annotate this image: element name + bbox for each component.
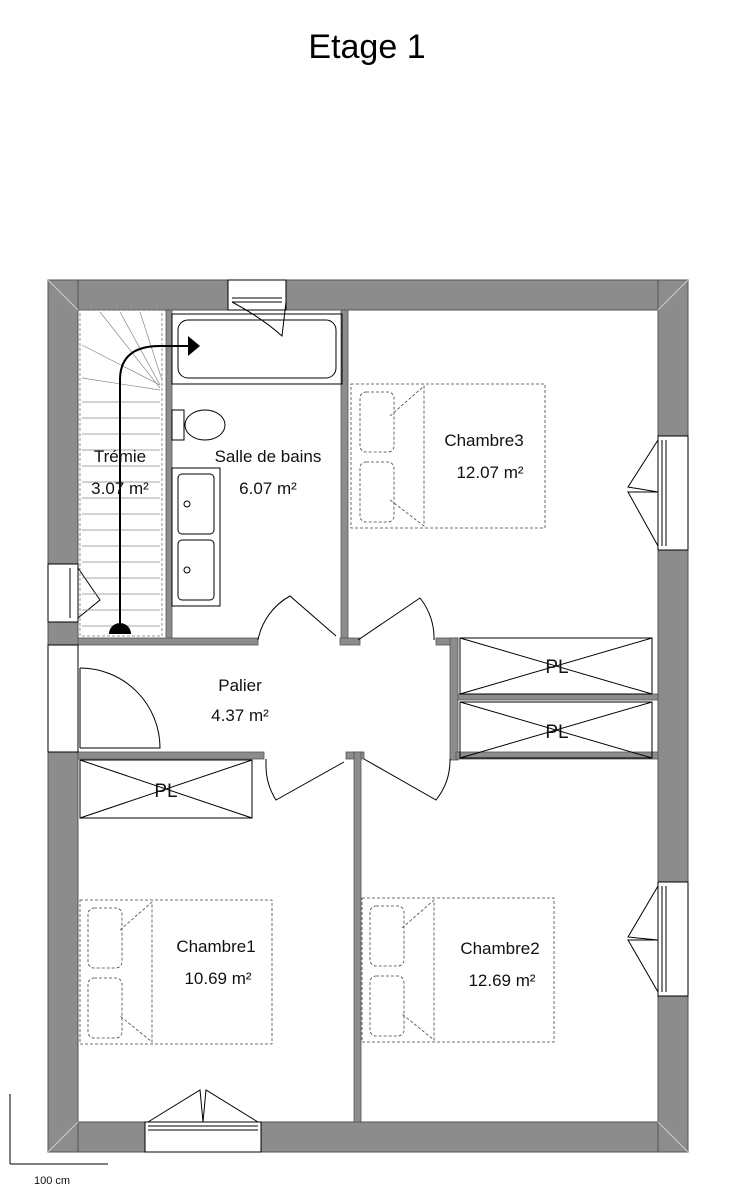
- room-area-salle-de-bains: 6.07 m²: [239, 479, 297, 498]
- room-name-chambre1: Chambre1: [176, 937, 255, 956]
- room-labels: Trémie 3.07 m² Salle de bains 6.07 m² Ch…: [91, 431, 540, 990]
- bed-chambre3: [350, 383, 546, 529]
- room-name-palier: Palier: [218, 676, 262, 695]
- plan-title: Etage 1: [308, 28, 425, 66]
- bed-chambre2: [361, 897, 555, 1043]
- windows: [47, 279, 689, 1153]
- interior-walls: [77, 309, 659, 1123]
- room-area-palier: 4.37 m²: [211, 706, 269, 725]
- room-area-tremie: 3.07 m²: [91, 479, 149, 498]
- room-name-tremie: Trémie: [94, 447, 146, 466]
- doors: [79, 595, 451, 801]
- room-name-chambre3: Chambre3: [444, 431, 523, 450]
- room-area-chambre1: 10.69 m²: [184, 969, 251, 988]
- closet-label: PL: [545, 657, 568, 678]
- closets: [79, 637, 653, 819]
- scale-bar: [9, 1094, 108, 1165]
- bed-chambre1: [79, 899, 273, 1045]
- room-area-chambre3: 12.07 m²: [456, 463, 523, 482]
- staircase: [79, 309, 163, 637]
- closet-label: PL: [545, 722, 568, 743]
- closet-label: PL: [154, 781, 177, 802]
- toilet: [171, 409, 226, 441]
- bathtub: [171, 313, 343, 385]
- double-sink: [171, 467, 221, 607]
- room-area-chambre2: 12.69 m²: [468, 971, 535, 990]
- exterior-walls: [47, 279, 689, 1153]
- room-name-chambre2: Chambre2: [460, 939, 539, 958]
- scale-label: 100 cm: [34, 1175, 70, 1187]
- room-name-salle-de-bains: Salle de bains: [215, 447, 322, 466]
